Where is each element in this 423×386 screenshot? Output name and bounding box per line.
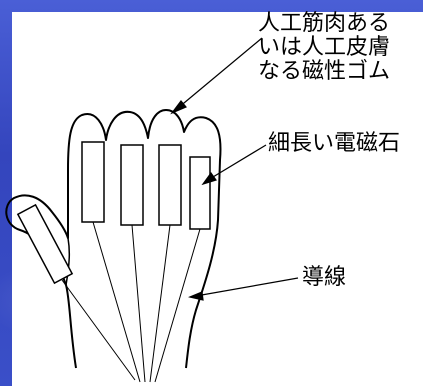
- wires: [61, 221, 201, 383]
- electromagnet-index: [81, 141, 105, 223]
- electromagnet-thumb: [16, 203, 74, 285]
- electromagnet-ring: [158, 144, 182, 226]
- arrowhead-wire: [188, 291, 204, 301]
- electromagnet-middle: [120, 144, 144, 226]
- leader-arrows: [170, 37, 299, 301]
- label-magnetic-rubber-line3: なる磁性ゴム: [258, 59, 391, 84]
- label-electromagnet: 細長い電磁石: [268, 131, 401, 156]
- electromagnet-little: [189, 156, 211, 230]
- label-magnetic-rubber-line2: いは人工皮膚: [258, 35, 391, 60]
- label-wire: 導線: [302, 265, 347, 290]
- label-magnetic-rubber-line1: 人工筋肉ある: [258, 11, 391, 36]
- thumb-joint-line: [65, 237, 71, 286]
- arrowhead-magnet: [201, 171, 217, 186]
- wire-thumb: [61, 279, 136, 381]
- arrowhead-muscle: [170, 100, 187, 115]
- arrow-wire: [195, 277, 299, 297]
- arrow-magnet: [207, 144, 267, 181]
- wire-ring: [149, 224, 171, 383]
- wire-little: [154, 228, 201, 383]
- hand-outline: [5, 109, 222, 369]
- wire-middle: [131, 224, 146, 383]
- wire-index: [92, 221, 141, 383]
- label-magnetic-rubber: 人工筋肉ある いは人工皮膚 なる磁性ゴム: [258, 12, 423, 84]
- arrow-muscle: [177, 37, 263, 109]
